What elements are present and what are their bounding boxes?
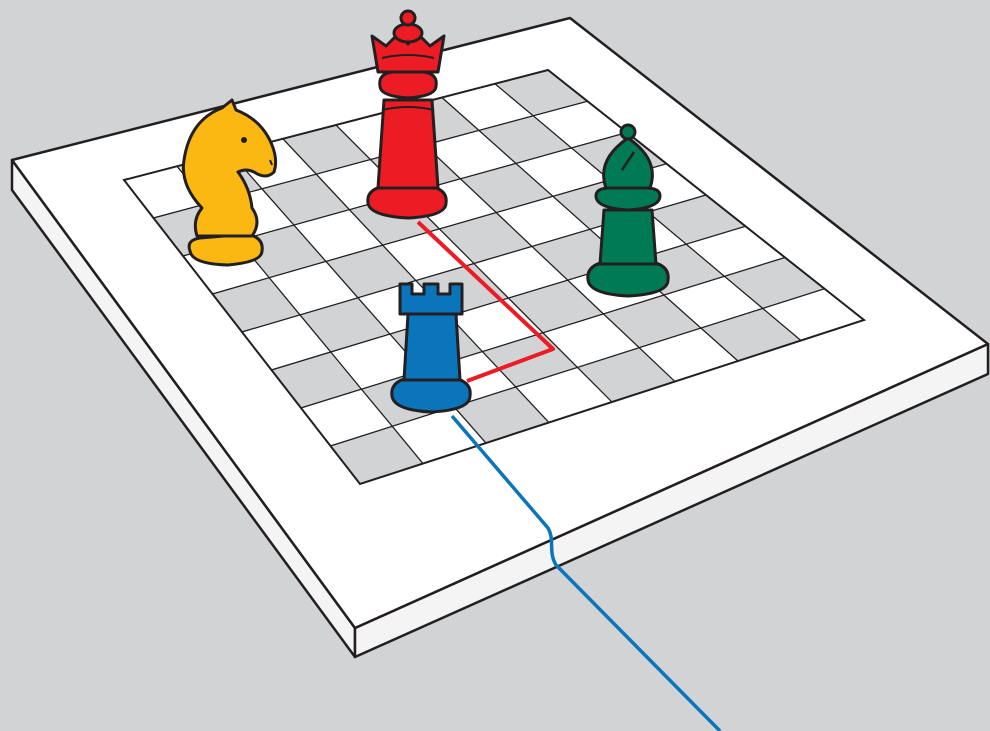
chess-board-scene [0,0,990,731]
